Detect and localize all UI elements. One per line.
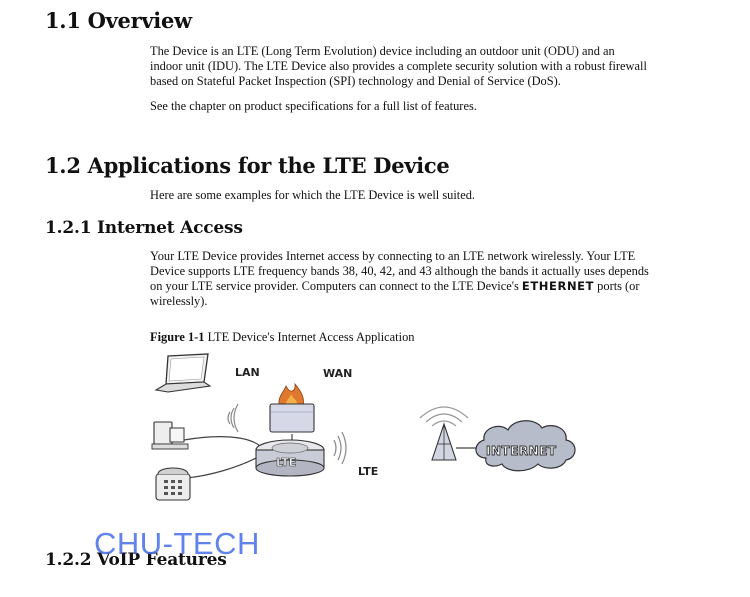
heading-1-2-1: 1.2.1 Internet Access (45, 218, 243, 238)
heading-1-2-2: 1.2.2 VoIP Features (45, 550, 227, 570)
overview-paragraph-features: See the chapter on product specification… (150, 99, 477, 113)
wifi-waves-icon (227, 403, 239, 433)
firewall-icon (269, 382, 315, 433)
lte-label: LTE (358, 465, 378, 478)
internet-access-paragraph: Your LTE Device provides Internet access… (150, 249, 650, 309)
device-wifi-icon (333, 431, 347, 465)
telephone-icon (155, 467, 191, 501)
overview-paragraph: The Device is an LTE (Long Term Evolutio… (150, 44, 647, 88)
lan-label: LAN (235, 366, 260, 379)
applications-paragraph: Here are some examples for which the LTE… (150, 188, 476, 202)
lte-device-icon: LTE (255, 439, 325, 477)
heading-1-1: 1.1 Overview (45, 8, 192, 33)
figure-number: Figure 1-1 (150, 330, 205, 344)
internet-access-text: Your LTE Device provides Internet access… (150, 249, 649, 293)
internet-label: INTERNET (486, 444, 557, 458)
ethernet-ports-label: ETHERNET (521, 279, 595, 293)
network-cables (183, 434, 293, 479)
desktop-computer-icon (151, 421, 189, 450)
wan-label: WAN (323, 367, 352, 380)
internet-access-diagram: LAN WAN LTE (151, 353, 576, 501)
watermark-text: CHU-TECH (94, 526, 260, 561)
internet-cloud-icon: INTERNET (475, 420, 576, 472)
laptop-icon (154, 353, 212, 393)
figure-caption: Figure 1-1 LTE Device's Internet Access … (150, 330, 414, 345)
cell-tower-icon (419, 406, 484, 461)
internet-access-text-end: ports (or wirelessly). (150, 279, 640, 308)
heading-1-2: 1.2 Applications for the LTE Device (45, 153, 450, 178)
device-label: LTE (276, 456, 296, 469)
figure-caption-text: LTE Device's Internet Access Application (207, 330, 415, 344)
